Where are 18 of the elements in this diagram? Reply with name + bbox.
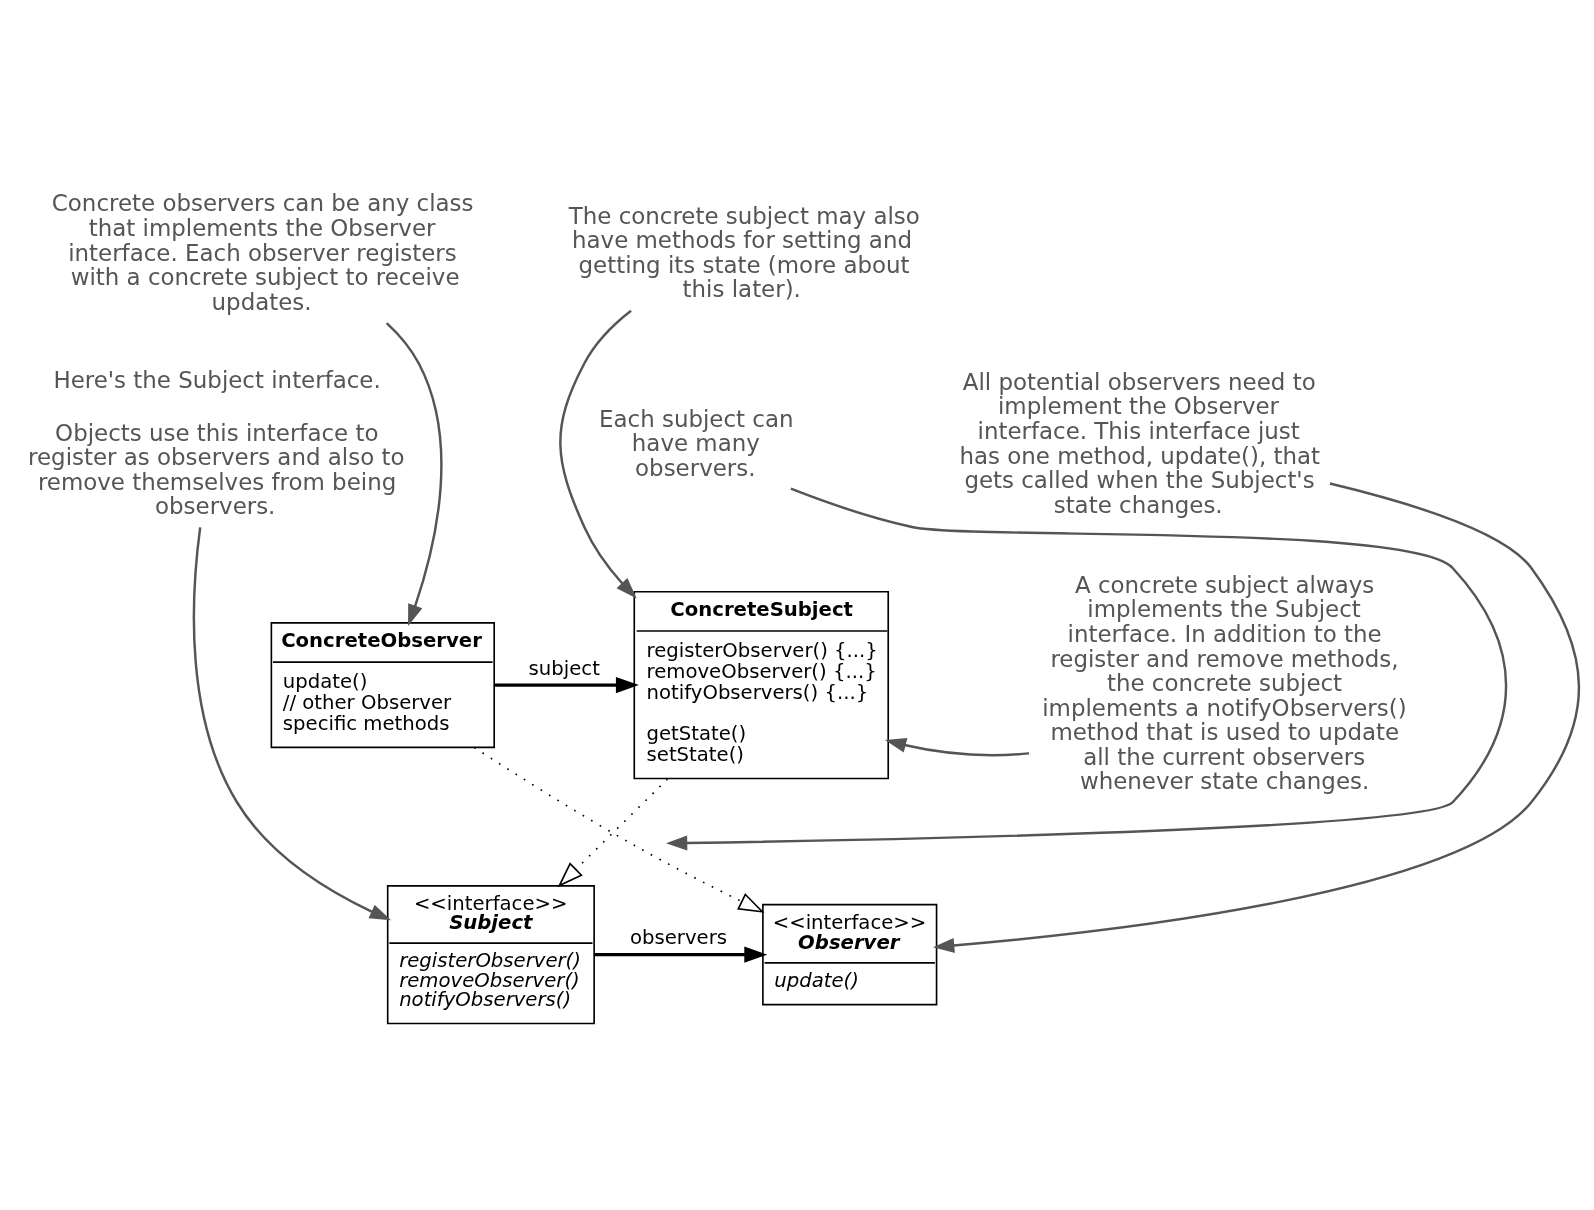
node-text: Each subject can have many observers. — [599, 405, 794, 481]
arrow — [494, 677, 639, 694]
edge-label: observers — [630, 926, 727, 950]
arrow — [473, 746, 765, 913]
arrow — [594, 946, 768, 963]
arrow — [559, 309, 637, 599]
arrow — [884, 738, 1030, 757]
arrow — [932, 482, 1580, 953]
arrow — [557, 778, 669, 888]
node-text: Concrete observers can be any class that implements the Observer interface. Each observer registers with a concrete subject to receive updates. — [51, 190, 474, 315]
edge-label: subject — [528, 656, 600, 680]
node-text: Here's the Subject interface. Objects use this interface to register as observers and also to remove themselves from being observers. — [28, 367, 405, 520]
arrow — [385, 322, 443, 626]
node-text: All potential observers need to implement the Observer interface. This interface just has one method, update(), that gets called when the Subject's state changes. — [959, 368, 1321, 518]
arrow — [665, 487, 1508, 851]
arrow — [192, 527, 392, 921]
node-text: A concrete subject always implements the Subject interface. In addition to the register and remove methods, the concrete subject implements a notifyObservers() method that is used to update all the current observers whenever state changes. — [1042, 571, 1407, 795]
node-text: The concrete subject may also have methods for setting and getting its state (more about this later). — [568, 202, 920, 303]
